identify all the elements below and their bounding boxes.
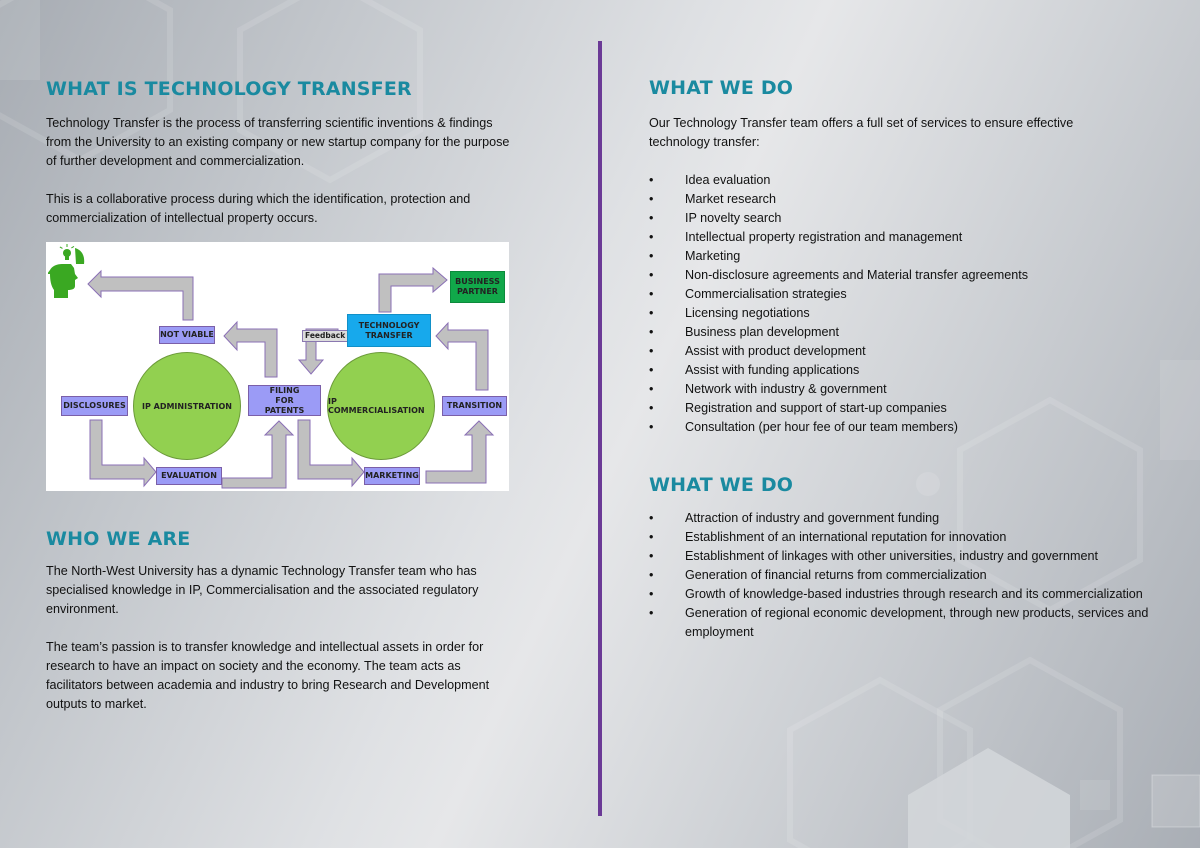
what-we-do-heading-1: WHAT WE DO xyxy=(649,77,794,99)
arrow-not-viable-to-head xyxy=(87,269,194,321)
evaluation-box: EVALUATION xyxy=(156,467,222,485)
list-item: •Intellectual property registration and … xyxy=(649,230,963,244)
list-item: •Licensing negotiations xyxy=(649,306,810,320)
list-item: •Assist with funding applications xyxy=(649,363,860,377)
disclosures-box: DISCLOSURES xyxy=(61,396,128,416)
what-is-technology-transfer-heading: WHAT IS TECHNOLOGY TRANSFER xyxy=(46,78,412,100)
list-item: •Generation of financial returns from co… xyxy=(649,568,987,582)
filing-for-patents-box: FILING FOR PATENTS xyxy=(248,385,321,416)
left-column: WHAT IS TECHNOLOGY TRANSFER Technology T… xyxy=(46,78,516,228)
feedback-label: Feedback xyxy=(302,330,349,342)
list-item: •Idea evaluation xyxy=(649,173,771,187)
list-item: •Establishment of an international reput… xyxy=(649,530,1007,544)
list-item: •IP novelty search xyxy=(649,211,782,225)
list-item: •Establishment of linkages with other un… xyxy=(649,549,1099,563)
what-is-paragraph-2: This is a collaborative process during w… xyxy=(46,192,471,225)
ip-commercialisation-circle: IP COMMERCIALISATION xyxy=(327,352,435,460)
list-item: •Consultation (per hour fee of our team … xyxy=(649,420,958,434)
what-we-do-section-2: WHAT WE DO •Attraction of industry and g… xyxy=(649,474,1169,642)
list-item: •Assist with product development xyxy=(649,344,866,358)
who-we-are-section: WHO WE ARE The North-West University has… xyxy=(46,528,516,714)
diagram-arrows xyxy=(87,266,495,489)
arrow-marketing-to-transition xyxy=(425,420,495,484)
arrow-transition-to-tech-transfer xyxy=(435,321,489,391)
list-item: •Growth of knowledge-based industries th… xyxy=(649,587,1143,601)
technology-transfer-process-diagram: NOT VIABLE DISCLOSURES IP ADMINISTRATION… xyxy=(46,242,509,491)
arrow-filing-to-marketing xyxy=(297,419,365,488)
list-item: •Registration and support of start-up co… xyxy=(649,401,947,415)
list-item: •Market research xyxy=(649,192,776,206)
list-item: •Attraction of industry and government f… xyxy=(649,511,940,525)
business-partner-box: BUSINESS PARTNER xyxy=(450,271,505,303)
outcomes-list: •Attraction of industry and government f… xyxy=(649,509,1169,642)
list-item: •Generation of regional economic develop… xyxy=(649,606,1149,639)
not-viable-box: NOT VIABLE xyxy=(159,326,215,344)
what-we-do-heading-2: WHAT WE DO xyxy=(649,474,794,496)
who-we-are-paragraph-2: The team’s passion is to transfer knowle… xyxy=(46,640,490,711)
what-is-paragraph-1: Technology Transfer is the process of tr… xyxy=(46,116,510,168)
list-item: •Marketing xyxy=(649,249,741,263)
transition-box: TRANSITION xyxy=(442,396,507,416)
arrow-disclosures-to-evaluation xyxy=(89,419,157,488)
who-we-are-heading: WHO WE ARE xyxy=(46,528,191,550)
arrow-tech-transfer-to-partner xyxy=(378,266,448,313)
column-divider xyxy=(598,41,602,816)
technology-transfer-box: TECHNOLOGY TRANSFER xyxy=(347,314,431,347)
list-item: •Commercialisation strategies xyxy=(649,287,847,301)
list-item: •Network with industry & government xyxy=(649,382,887,396)
list-item: •Business plan development xyxy=(649,325,840,339)
head-lightbulb-icon xyxy=(48,244,85,298)
who-we-are-paragraph-1: The North-West University has a dynamic … xyxy=(46,564,479,616)
list-item: •Non-disclosure agreements and Material … xyxy=(649,268,1028,282)
ip-administration-circle: IP ADMINISTRATION xyxy=(133,352,241,460)
what-we-do-section-1: WHAT WE DO Our Technology Transfer team … xyxy=(649,77,1109,437)
arrow-evaluation-to-filing xyxy=(221,420,295,489)
marketing-box: MARKETING xyxy=(364,467,420,485)
what-we-do-intro: Our Technology Transfer team offers a fu… xyxy=(649,116,1074,149)
services-list: •Idea evaluation •Market research •IP no… xyxy=(649,171,1109,437)
arrow-filing-to-not-viable xyxy=(223,320,278,378)
